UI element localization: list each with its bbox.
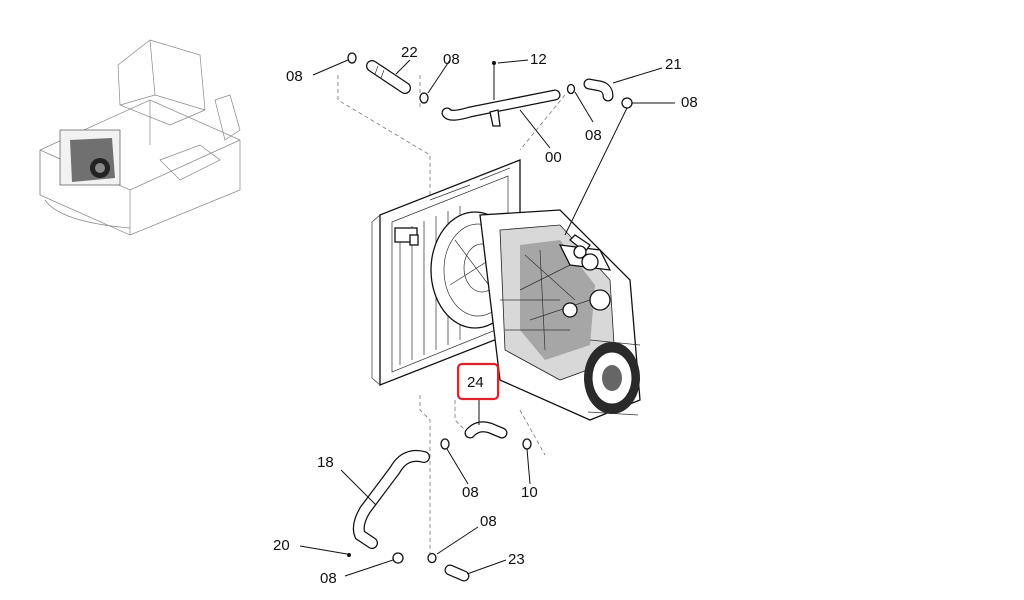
part-21-elbow-hose	[583, 78, 614, 102]
clamp-08-bottom-left	[392, 552, 404, 564]
label-21: 21	[665, 56, 682, 73]
part-00-upper-pipe	[441, 89, 561, 127]
label-10: 10	[521, 484, 538, 501]
clamp-08-top-left	[347, 52, 357, 64]
fitting-20	[347, 553, 351, 557]
part-labels: 08 22 08 12 21 08 08 00 24 18 08 10 08 2…	[273, 44, 698, 587]
clamp-10	[522, 438, 532, 450]
clamp-08-bottom-right	[427, 552, 437, 564]
label-20: 20	[273, 537, 290, 554]
label-08: 08	[480, 513, 497, 530]
radiator-engine-assembly	[371, 159, 641, 421]
label-00: 00	[545, 149, 562, 166]
label-18: 18	[317, 454, 334, 471]
label-08: 08	[681, 94, 698, 111]
part-22-hose	[366, 60, 411, 94]
label-08: 08	[443, 51, 460, 68]
clamp-08-top-mid	[419, 92, 429, 104]
clamp-08-right-mid	[621, 97, 633, 109]
highlight-box-24	[456, 362, 500, 401]
label-24: 24	[467, 374, 484, 391]
label-22: 22	[401, 44, 418, 61]
label-08: 08	[585, 127, 602, 144]
excavator-overview-thumbnail	[39, 39, 241, 236]
clamp-08-top-right	[566, 83, 576, 95]
label-12: 12	[530, 51, 547, 68]
part-23-short-hose	[444, 564, 470, 582]
label-08: 08	[462, 484, 479, 501]
label-08: 08	[286, 68, 303, 85]
label-08: 08	[320, 570, 337, 587]
leader-lines	[299, 59, 675, 577]
part-18-long-hose	[352, 449, 430, 549]
hose-clamps	[347, 52, 633, 564]
clamp-08-bottom-mid	[440, 438, 450, 450]
label-23: 23	[508, 551, 525, 568]
part-24-elbow-hose	[464, 421, 508, 439]
